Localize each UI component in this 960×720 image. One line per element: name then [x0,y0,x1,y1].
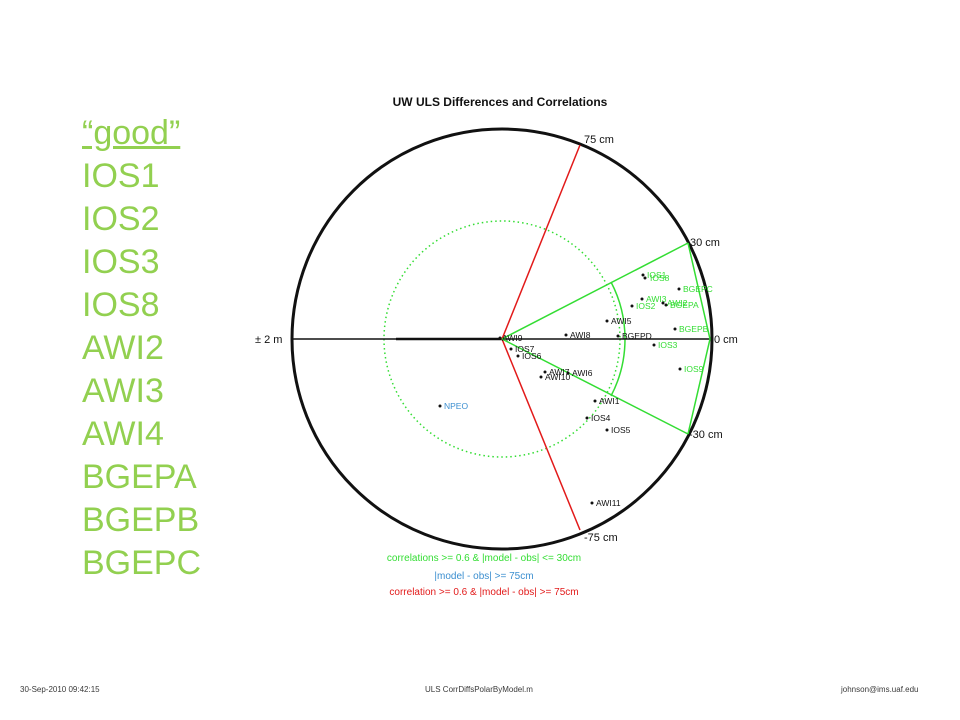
station-ios1: IOS1 [641,270,667,280]
good-station-item: BGEPC [82,544,202,582]
station-label: AWI7 [549,367,570,377]
good-station-item: IOS2 [82,200,160,238]
green-rim-segment [687,242,711,340]
green-sector-line-top [501,242,689,340]
station-label: IOS6 [522,351,542,361]
station-label: AWI5 [611,316,632,326]
station-awi6: AWI6 [566,368,593,378]
station-label: AWI3 [646,294,667,304]
good-station-item: BGEPB [82,501,200,539]
station-label: IOS2 [636,301,656,311]
station-ios3: IOS3 [652,340,678,350]
station-label: BGEPC [683,284,713,294]
station-ios9: IOS9 [678,364,704,374]
ring-label-lower-right: -30 cm [689,429,723,441]
green-sector-line-bottom [501,338,689,435]
ring-label-left: ± 2 m [255,334,282,346]
red-sector-line-top [501,144,581,340]
station-label: BGEPD [622,331,652,341]
station-awi1: AWI1 [593,396,620,406]
station-awi11: AWI11 [590,498,621,508]
station-awi5: AWI5 [605,316,632,326]
station-label: AWI1 [599,396,620,406]
station-label: IOS5 [611,425,631,435]
station-label: BGEPA [670,300,699,310]
ring-label-bottom: -75 cm [584,532,618,544]
station-label: IOS8 [650,273,670,283]
station-bgepd: BGEPD [616,331,652,341]
red-sector-line-bottom [501,338,581,531]
station-awi8: AWI8 [564,330,591,340]
station-awi10: AWI10 [539,372,570,382]
station-label: IOS1 [647,270,667,280]
station-bgepa: BGEPA [664,300,699,310]
station-bgepb: BGEPB [673,324,709,334]
station-ios2: IOS2 [630,301,656,311]
station-ios6: IOS6 [516,351,542,361]
good-station-item: AWI2 [82,329,164,367]
good-station-item: AWI3 [82,372,164,410]
good-station-item: IOS8 [82,286,160,324]
station-npeo: NPEO [438,401,468,411]
station-awi9: AWI9 [498,333,523,343]
footer-script-name: ULS CorrDiffsPolarByModel.m [425,685,533,694]
good-station-item: AWI4 [82,415,164,453]
station-bgepc: BGEPC [677,284,713,294]
footer-timestamp: 30-Sep-2010 09:42:15 [20,685,100,694]
station-label: AWI2 [667,298,688,308]
station-awi7: AWI7 [543,367,570,377]
station-label: NPEO [444,401,468,411]
legend-blue: |model - obs| >= 75cm [434,571,533,582]
good-station-item: IOS1 [82,157,160,195]
green-rim-segment [687,338,711,435]
good-stations-header: “good” [82,114,181,152]
station-label: IOS3 [658,340,678,350]
station-ios4: IOS4 [585,413,611,423]
ring-label-top: 75 cm [584,134,614,146]
station-label: AWI9 [502,333,523,343]
plot-title: UW ULS Differences and Correlations [393,95,608,109]
station-label: IOS4 [591,413,611,423]
station-awi3: AWI3 [640,294,667,304]
station-ios8: IOS8 [643,273,670,283]
station-label: IOS7 [515,344,535,354]
ring-label-upper-right: 30 cm [690,237,720,249]
good-stations-list: “good” IOS1 IOS2 IOS3 IOS8 AWI2 AWI3 AWI… [82,112,201,585]
station-awi2: AWI2 [661,298,688,308]
station-ios7: IOS7 [509,344,535,354]
footer-email: johnson@ims.uaf.edu [841,685,919,694]
station-label: BGEPB [679,324,709,334]
station-label: AWI11 [596,498,621,508]
good-station-item: BGEPA [82,458,197,496]
station-label: AWI10 [545,372,570,382]
legend-green: correlations >= 0.6 & |model - obs| <= 3… [387,553,581,564]
legend-red: correlation >= 0.6 & |model - obs| >= 75… [389,587,578,598]
station-ios5: IOS5 [605,425,631,435]
station-label: AWI6 [572,368,593,378]
station-label: IOS9 [684,364,704,374]
ring-label-right: 0 cm [714,334,738,346]
good-station-item: IOS3 [82,243,160,281]
station-label: AWI8 [570,330,591,340]
